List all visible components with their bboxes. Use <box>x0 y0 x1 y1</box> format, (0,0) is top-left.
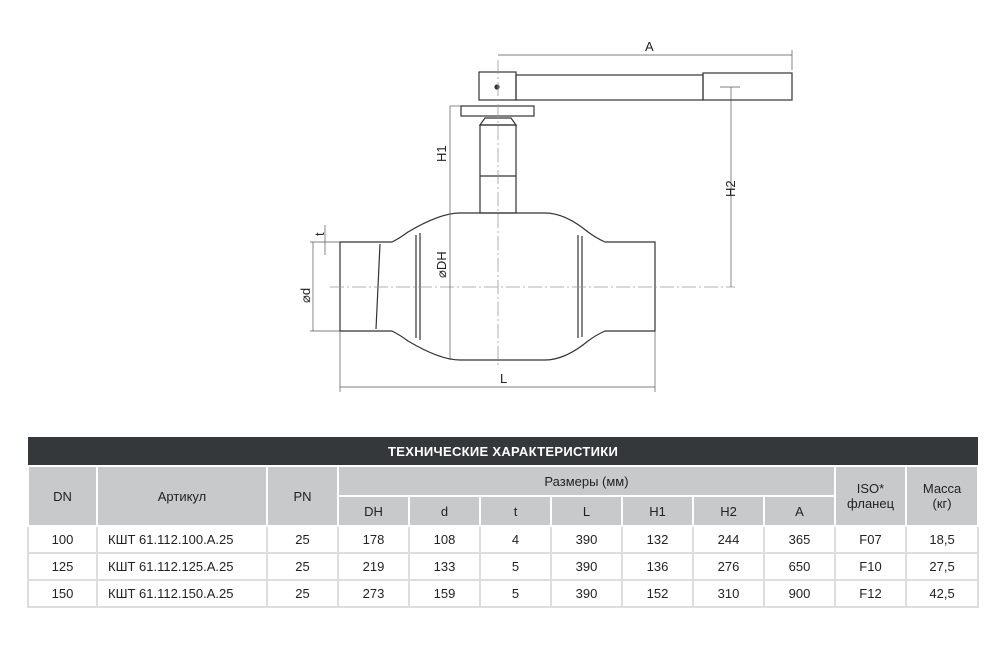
dim-h2-label: H2 <box>723 180 738 197</box>
valve-body <box>339 212 656 361</box>
header-pn: PN <box>266 465 339 527</box>
dim-dh-label: ⌀DH <box>434 251 449 278</box>
header-h2: H2 <box>692 495 765 527</box>
table-cell: 390 <box>550 553 623 581</box>
table-cell: 152 <box>621 580 694 608</box>
header-sizes: Размеры (мм) <box>337 465 836 497</box>
flange <box>460 105 535 117</box>
table-cell: 100 <box>27 526 98 554</box>
table-cell: 25 <box>266 553 339 581</box>
header-dh: DH <box>337 495 410 527</box>
header-mass: Масса(кг) <box>904 465 980 527</box>
dim-h1-label: H1 <box>434 145 449 162</box>
table-cell: 365 <box>763 526 836 554</box>
table-cell: 133 <box>408 553 481 581</box>
table-cell: 18,5 <box>904 526 980 554</box>
table-cell: 178 <box>337 526 410 554</box>
table-cell: 650 <box>763 553 836 581</box>
handle-grip <box>702 72 793 101</box>
valve-drawing: A H1 H2 ⌀DH ⌀d t L <box>298 39 793 392</box>
header-article: Артикул <box>96 465 268 527</box>
table-cell: F12 <box>834 580 907 608</box>
table-cell: 25 <box>266 580 339 608</box>
table-cell: 900 <box>763 580 836 608</box>
table-cell: 273 <box>337 580 410 608</box>
specs-table: ТЕХНИЧЕСКИЕ ХАРАКТЕРИСТИКИ DN Артикул PN… <box>27 437 980 608</box>
header-d: d <box>408 495 481 527</box>
table-cell: КШТ 61.112.150.А.25 <box>96 580 268 608</box>
table-cell: 219 <box>337 553 410 581</box>
header-dn: DN <box>27 465 98 527</box>
header-iso-line1: ISO* <box>856 481 885 496</box>
header-a: A <box>763 495 836 527</box>
table-cell: 244 <box>692 526 765 554</box>
dim-a-label: A <box>645 39 654 54</box>
header-mass-line2: (кг) <box>932 496 952 511</box>
table-cell: 27,5 <box>904 553 980 581</box>
table-title: ТЕХНИЧЕСКИЕ ХАРАКТЕРИСТИКИ <box>28 437 979 466</box>
table-cell: F07 <box>834 526 907 554</box>
table-cell: КШТ 61.112.100.А.25 <box>96 526 268 554</box>
table-cell: 108 <box>408 526 481 554</box>
table-cell: 159 <box>408 580 481 608</box>
header-l: L <box>550 495 623 527</box>
header-t: t <box>479 495 552 527</box>
table-cell: 276 <box>692 553 765 581</box>
table-cell: 390 <box>550 526 623 554</box>
table-cell: 390 <box>550 580 623 608</box>
table-cell: 310 <box>692 580 765 608</box>
table-cell: 4 <box>479 526 552 554</box>
table-cell: 5 <box>479 553 552 581</box>
table-cell: 25 <box>266 526 339 554</box>
dim-t-label: t <box>312 232 327 236</box>
table-cell: 5 <box>479 580 552 608</box>
table-cell: 150 <box>27 580 98 608</box>
table-cell: КШТ 61.112.125.А.25 <box>96 553 268 581</box>
table-cell: F10 <box>834 553 907 581</box>
table-cell: 136 <box>621 553 694 581</box>
dim-l-label: L <box>500 371 507 386</box>
dim-d-label: ⌀d <box>298 288 313 303</box>
header-iso-line2: фланец <box>846 496 895 511</box>
header-h1: H1 <box>621 495 694 527</box>
table-cell: 132 <box>621 526 694 554</box>
handle-bar <box>515 74 704 101</box>
header-mass-line1: Масса <box>922 481 962 496</box>
table-cell: 42,5 <box>904 580 980 608</box>
header-iso: ISO*фланец <box>834 465 907 527</box>
table-cell: 125 <box>27 553 98 581</box>
